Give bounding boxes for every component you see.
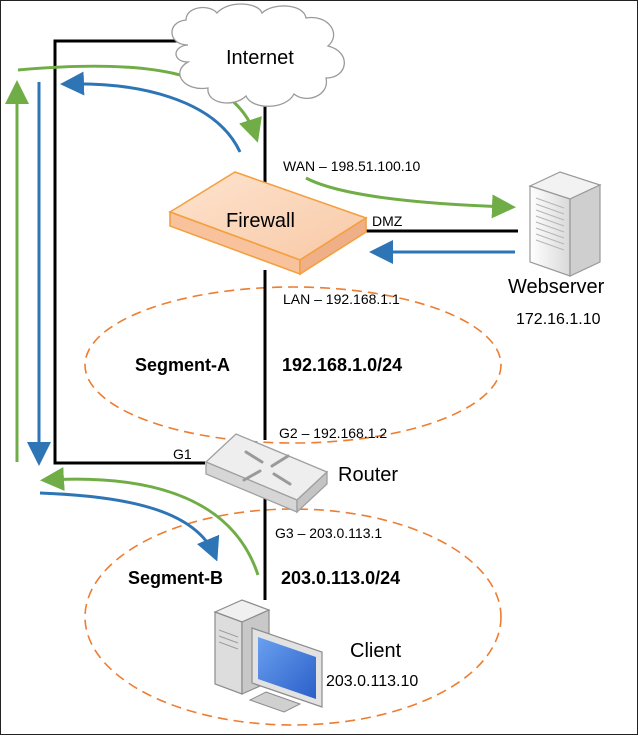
internet-to-router-g1-link: [53, 39, 205, 465]
firewall-icon: [168, 171, 368, 276]
g3-interface-label: G3 – 203.0.113.1: [275, 525, 382, 541]
segment-b-network: 203.0.113.0/24: [281, 568, 400, 588]
client-label: Client: [350, 640, 402, 662]
router-label: Router: [338, 464, 398, 486]
flow-green-to-firewall: [17, 64, 262, 143]
internet-label: Internet: [226, 47, 294, 69]
webserver-icon: [528, 171, 602, 277]
lan-interface-label: LAN – 192.168.1.1: [283, 291, 400, 307]
g2-interface-label: G2 – 192.168.1.2: [279, 425, 387, 441]
wan-interface-label: WAN – 198.51.100.10: [283, 158, 420, 174]
flow-blue-from-firewall: [60, 71, 242, 153]
flow-blue-to-client: [39, 491, 220, 562]
firewall-label: Firewall: [226, 210, 295, 232]
segment-b-name: Segment-B: [128, 568, 223, 588]
dmz-interface-label: DMZ: [372, 213, 403, 229]
client-pc-icon: [213, 599, 323, 713]
flow-green-to-webserver: [305, 176, 516, 219]
segment-b-boundary: [84, 508, 502, 726]
segment-a-boundary: [84, 286, 502, 444]
client-ip: 203.0.113.10: [326, 673, 418, 690]
traffic-flows: [4, 64, 516, 576]
network-links: [53, 39, 518, 600]
internet-cloud-icon: [171, 3, 345, 107]
webserver-ip: 172.16.1.10: [516, 311, 601, 328]
segment-a-network: 192.168.1.0/24: [282, 355, 402, 375]
flow-green-from-client: [40, 467, 260, 576]
router-icon: [204, 433, 329, 514]
segment-a-name: Segment-A: [135, 355, 230, 375]
webserver-label: Webserver: [508, 276, 605, 298]
g1-interface-label: G1: [173, 446, 192, 462]
